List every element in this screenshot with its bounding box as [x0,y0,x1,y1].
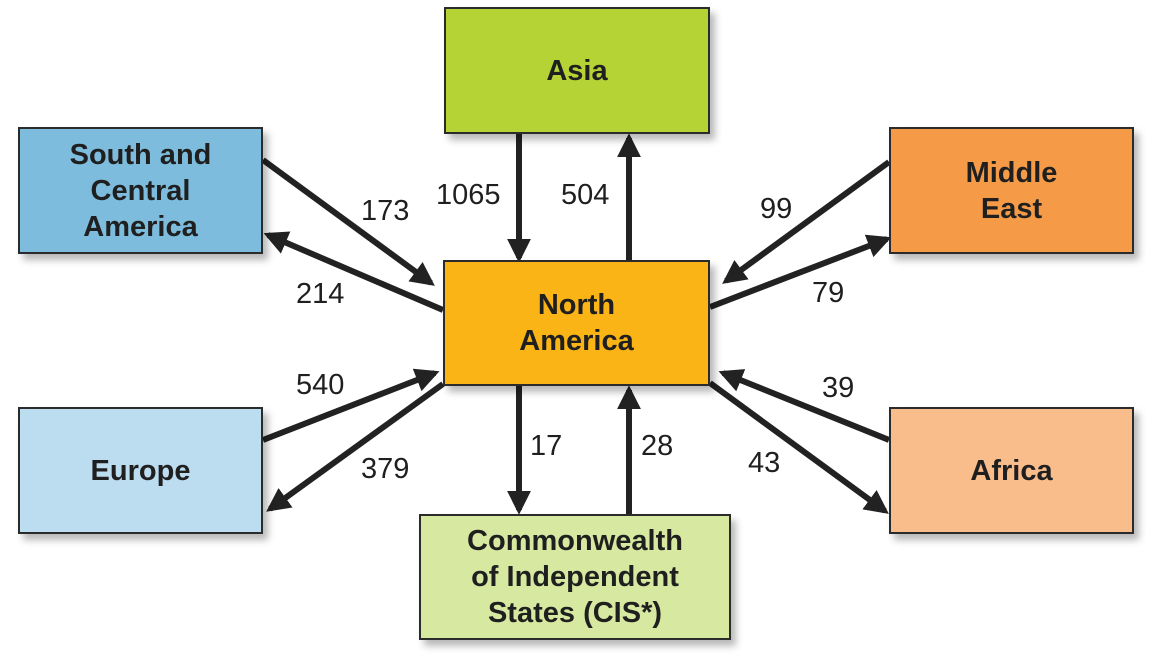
africa-box: Africa [889,407,1134,534]
asia-box: Asia [444,7,710,134]
flow-label-europe-to-north-america: 540 [296,369,345,401]
flow-label-south-central-america-to-north-america: 173 [361,195,410,227]
europe-box: Europe [18,407,263,534]
arrow-north-america-to-europe [266,381,445,512]
flow-label-north-america-to-europe: 379 [361,453,410,485]
flow-label-north-america-to-middle-east: 79 [812,277,845,309]
flow-label-africa-to-north-america: 39 [822,372,855,404]
north-america-box: North America [443,260,710,386]
arrow-europe-to-north-america [261,368,440,443]
arrow-africa-to-north-america [718,369,891,443]
flow-label-north-america-to-asia: 504 [561,179,610,211]
arrow-south-central-america-to-north-america [261,157,435,286]
flow-label-cis-to-north-america: 28 [641,430,674,462]
flow-label-middle-east-to-north-america: 99 [760,193,793,225]
flow-label-north-america-to-cis: 17 [530,430,563,462]
arrow-middle-east-to-north-america [722,159,891,284]
arrow-north-america-to-africa [708,380,889,514]
cis-box: Commonwealth of Independent States (CIS*… [419,514,731,640]
flow-label-asia-to-north-america: 1065 [436,179,501,211]
flow-label-north-america-to-south-central-america: 214 [296,278,345,310]
flow-label-north-america-to-africa: 43 [748,447,781,479]
south-central-america-box: South and Central America [18,127,263,254]
arrow-north-america-to-middle-east [708,234,892,310]
arrow-north-america-to-south-central-america [263,231,445,313]
middle-east-box: Middle East [889,127,1134,254]
